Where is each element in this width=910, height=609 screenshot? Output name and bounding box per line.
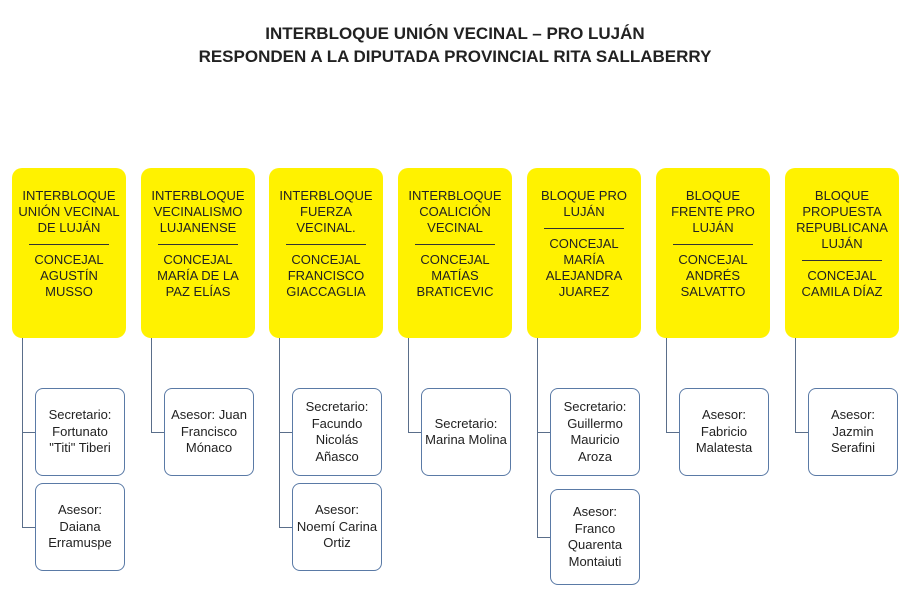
bloc-name: BLOQUE PROPUESTA REPUBLICANA LUJÁN	[796, 188, 888, 251]
concejal-name: CONCEJAL AGUSTÍN MUSSO	[34, 252, 104, 299]
bloc-name: INTERBLOQUE COALICIÓN VECINAL	[408, 188, 502, 235]
connector-horizontal	[795, 432, 817, 433]
concejal-name: CONCEJAL MARÍA ALEJANDRA JUAREZ	[545, 236, 623, 299]
header-divider	[415, 244, 495, 245]
staff-box: Secretario: Marina Molina	[421, 388, 511, 476]
concejal-name: CONCEJAL FRANCISCO GIACCAGLIA	[286, 252, 366, 299]
bloc-header-box: INTERBLOQUE COALICIÓN VECINAL CONCEJAL MA…	[398, 168, 512, 338]
staff-box: Asesor: Juan Francisco Mónaco	[164, 388, 254, 476]
connector-vertical	[408, 338, 409, 432]
connector-horizontal	[151, 432, 173, 433]
header-divider	[29, 244, 109, 245]
connector-horizontal	[537, 537, 559, 538]
connector-horizontal	[279, 432, 301, 433]
bloc-header-box: BLOQUE PROPUESTA REPUBLICANA LUJÁN CONCEJ…	[785, 168, 899, 338]
header-divider	[286, 244, 366, 245]
column-6: BLOQUE FRENTE PRO LUJÁN CONCEJAL ANDRÉS S…	[656, 168, 770, 476]
bloc-name: INTERBLOQUE FUERZA VECINAL.	[279, 188, 373, 235]
connector-vertical	[537, 338, 538, 537]
connector-horizontal	[666, 432, 688, 433]
concejal-name: CONCEJAL MARÍA DE LA PAZ ELÍAS	[157, 252, 239, 299]
bloc-header-box: INTERBLOQUE FUERZA VECINAL. CONCEJAL FRAN…	[269, 168, 383, 338]
column-7: BLOQUE PROPUESTA REPUBLICANA LUJÁN CONCEJ…	[785, 168, 899, 476]
header-divider	[673, 244, 753, 245]
connector-horizontal	[22, 432, 44, 433]
concejal-name: CONCEJAL CAMILA DÍAZ	[801, 268, 883, 299]
staff-box: Asesor: Fabricio Malatesta	[679, 388, 769, 476]
bloc-name: INTERBLOQUE UNIÓN VECINAL DE LUJÁN	[18, 188, 120, 235]
concejal-name: CONCEJAL MATÍAS BRATICEVIC	[416, 252, 494, 299]
staff-box: Asesor: Franco Quarenta Montaiuti	[550, 489, 640, 585]
title-line-1: INTERBLOQUE UNIÓN VECINAL – PRO LUJÁN	[265, 24, 645, 43]
staff-box: Secretario: Guillermo Mauricio Aroza	[550, 388, 640, 476]
bloc-header-box: INTERBLOQUE VECINALISMO LUJANENSE CONCEJA…	[141, 168, 255, 338]
header-divider	[544, 228, 624, 229]
column-5: BLOQUE PRO LUJÁN CONCEJAL MARÍA ALEJANDRA…	[527, 168, 641, 585]
bloc-header-box: BLOQUE PRO LUJÁN CONCEJAL MARÍA ALEJANDRA…	[527, 168, 641, 338]
connector-horizontal	[408, 432, 430, 433]
staff-box: Secretario: Facundo Nicolás Añasco	[292, 388, 382, 476]
bloc-name: BLOQUE PRO LUJÁN	[541, 188, 627, 219]
connector-vertical	[795, 338, 796, 432]
staff-box: Asesor: Noemí Carina Ortiz	[292, 483, 382, 571]
column-2: INTERBLOQUE VECINALISMO LUJANENSE CONCEJA…	[141, 168, 255, 476]
bloc-name: BLOQUE FRENTE PRO LUJÁN	[671, 188, 755, 235]
header-divider	[802, 260, 882, 261]
title-line-2: RESPONDEN A LA DIPUTADA PROVINCIAL RITA …	[198, 47, 712, 66]
column-4: INTERBLOQUE COALICIÓN VECINAL CONCEJAL MA…	[398, 168, 512, 476]
column-1: INTERBLOQUE UNIÓN VECINAL DE LUJÁN CONCEJ…	[12, 168, 126, 571]
connector-horizontal	[22, 527, 44, 528]
header-divider	[158, 244, 238, 245]
chart-title: INTERBLOQUE UNIÓN VECINAL – PRO LUJÁN RE…	[0, 22, 910, 68]
concejal-name: CONCEJAL ANDRÉS SALVATTO	[678, 252, 748, 299]
staff-box: Secretario: Fortunato "Titi" Tiberi	[35, 388, 125, 476]
bloc-name: INTERBLOQUE VECINALISMO LUJANENSE	[151, 188, 245, 235]
bloc-header-box: BLOQUE FRENTE PRO LUJÁN CONCEJAL ANDRÉS S…	[656, 168, 770, 338]
staff-box: Asesor: Daiana Erramuspe	[35, 483, 125, 571]
bloc-header-box: INTERBLOQUE UNIÓN VECINAL DE LUJÁN CONCEJ…	[12, 168, 126, 338]
connector-vertical	[666, 338, 667, 432]
connector-horizontal	[537, 432, 559, 433]
staff-box: Asesor: Jazmin Serafini	[808, 388, 898, 476]
connector-vertical	[151, 338, 152, 432]
connector-horizontal	[279, 527, 301, 528]
column-3: INTERBLOQUE FUERZA VECINAL. CONCEJAL FRAN…	[269, 168, 383, 571]
